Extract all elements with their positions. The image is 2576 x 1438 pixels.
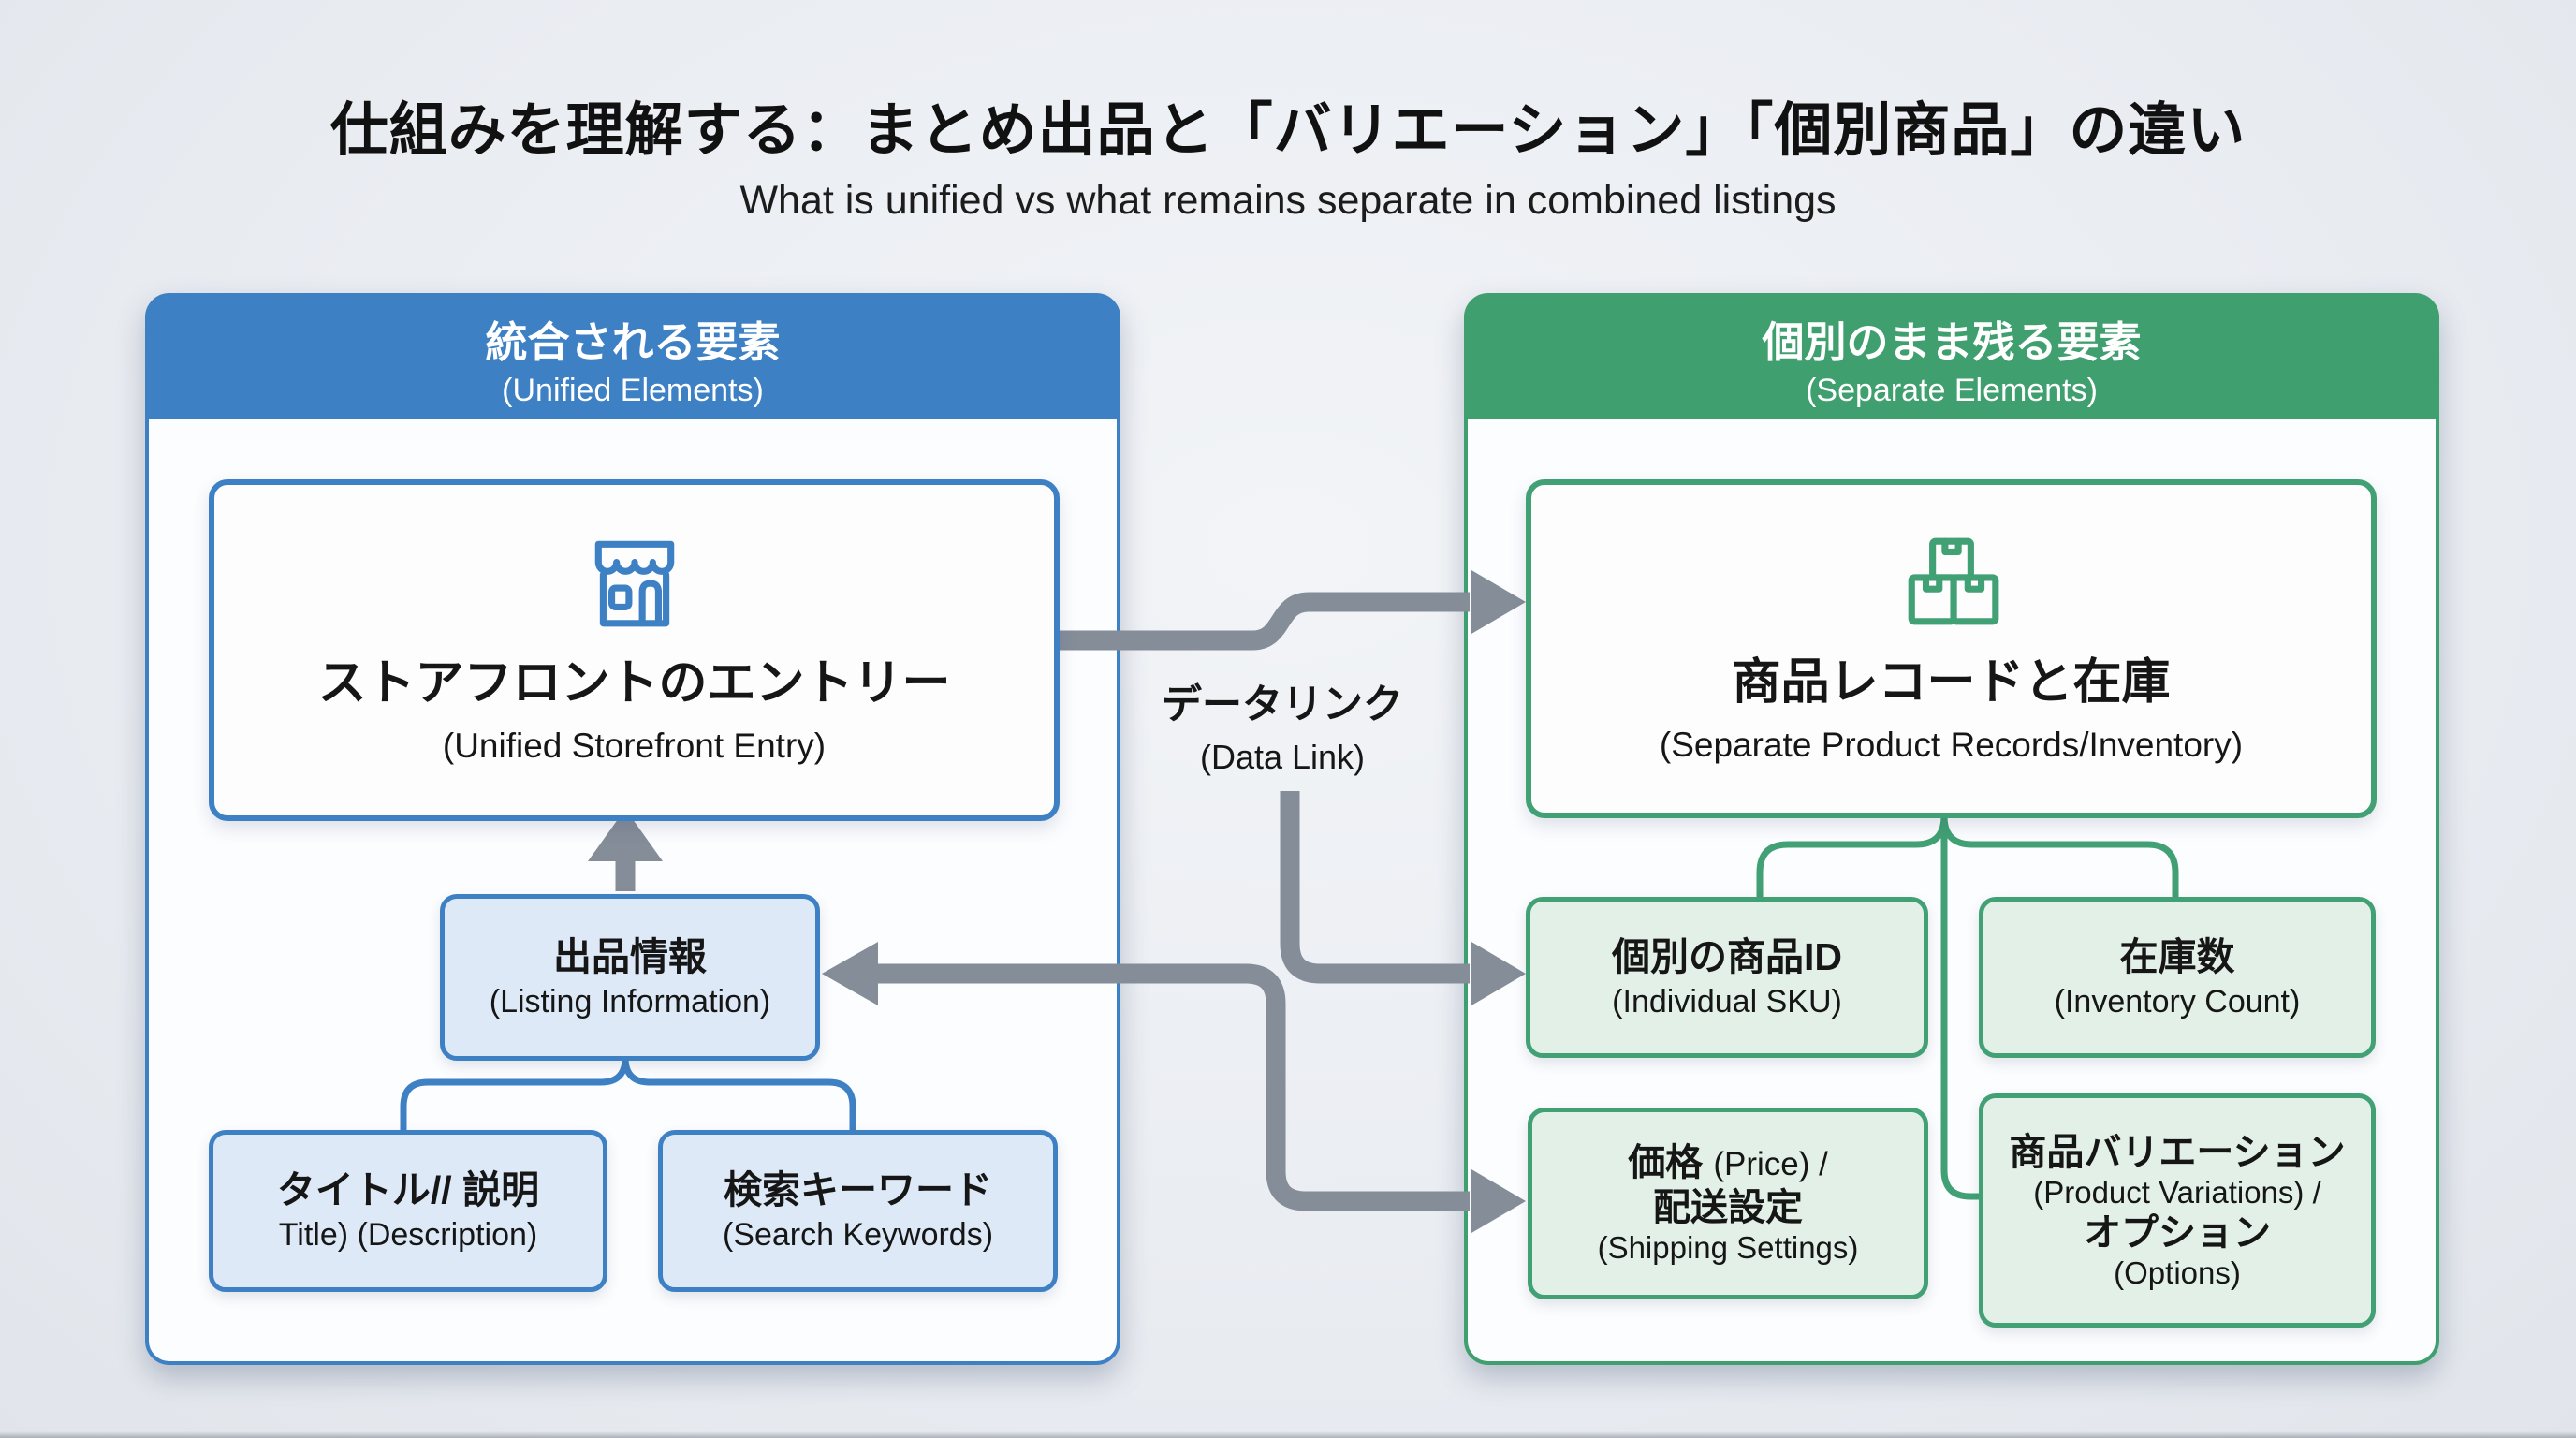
gray-arrowheads	[588, 570, 1526, 1233]
green-bracket	[1756, 805, 2179, 1200]
shipping-jp: 配送設定	[1653, 1187, 1803, 1229]
arrow-datalink-to-sku	[1280, 791, 1470, 984]
separate-panel-header: 個別のまま残る要素 (Separate Elements)	[1468, 297, 2436, 419]
page-subtitle: What is unified vs what remains separate…	[739, 178, 1837, 223]
search-keywords-box: 検索キーワード (Search Keywords)	[658, 1130, 1058, 1292]
page-title: 仕組みを理解する：まとめ出品と「バリエーション」「個別商品」の違い	[329, 98, 2247, 163]
storefront-label-en: (Unified Storefront Entry)	[442, 726, 827, 765]
options-en: (Options)	[2114, 1255, 2241, 1290]
variations-options-box: 商品バリエーション (Product Variations) / オプション (…	[1979, 1093, 2376, 1328]
arrowhead-listinginfo-left	[822, 942, 878, 1005]
options-jp: オプション	[2084, 1212, 2271, 1254]
variations-en: (Product Variations) /	[2033, 1174, 2321, 1210]
price-shipping-box: 価格 (Price) / 配送設定 (Shipping Settings)	[1528, 1108, 1928, 1299]
price-line: 価格 (Price) /	[1628, 1141, 1828, 1184]
arrowhead-sku	[1471, 942, 1526, 1005]
search-keywords-en: (Search Keywords)	[722, 1217, 994, 1254]
product-records-en: (Separate Product Records/Inventory)	[1659, 725, 2244, 764]
storefront-entry-box: ストアフロントのエントリー (Unified Storefront Entry)	[209, 479, 1060, 821]
shipping-en: (Shipping Settings)	[1597, 1230, 1859, 1266]
inventory-count-box: 在庫数 (Inventory Count)	[1979, 897, 2376, 1058]
data-link-label: データリンク (Data Link)	[1095, 672, 1470, 777]
unified-header-jp: 統合される要素	[485, 317, 781, 366]
data-link-en: (Data Link)	[1199, 738, 1366, 776]
gray-arrow-paths	[615, 592, 1470, 1211]
unified-panel-header: 統合される要素 (Unified Elements)	[149, 297, 1117, 419]
title-description-box: タイトル// 説明 Title) (Description)	[209, 1130, 607, 1292]
storefront-icon	[594, 540, 674, 627]
individual-sku-jp: 個別の商品ID	[1612, 934, 1842, 978]
listing-info-en: (Listing Information)	[489, 983, 771, 1020]
storefront-label-jp: ストアフロントのエントリー	[317, 656, 951, 711]
product-records-box: 商品レコードと在庫 (Separate Product Records/Inve…	[1526, 479, 2377, 818]
title-description-jp: タイトル// 説明	[276, 1168, 540, 1212]
separate-header-jp: 個別のまま残る要素	[1762, 317, 2142, 366]
title-description-en: Title) (Description)	[278, 1217, 538, 1254]
arrow-storefront-to-records	[1046, 592, 1470, 651]
bottom-edge-shadow	[0, 1431, 2576, 1438]
arrowhead-records	[1471, 570, 1526, 634]
price-jp: 価格	[1628, 1142, 1704, 1184]
variations-jp: 商品バリエーション	[2009, 1131, 2346, 1173]
individual-sku-box: 個別の商品ID (Individual SKU)	[1526, 897, 1928, 1058]
data-link-jp: データリンク	[1162, 682, 1403, 727]
inventory-count-jp: 在庫数	[2119, 934, 2235, 978]
blue-bracket	[400, 1051, 856, 1130]
arrowhead-price	[1471, 1169, 1526, 1233]
search-keywords-jp: 検索キーワード	[724, 1168, 992, 1212]
arrow-listinginfo-to-price	[878, 963, 1470, 1211]
inventory-count-en: (Inventory Count)	[2054, 983, 2301, 1020]
listing-info-box: 出品情報 (Listing Information)	[440, 894, 820, 1061]
product-records-jp: 商品レコードと在庫	[1732, 654, 2171, 710]
individual-sku-en: (Individual SKU)	[1612, 983, 1842, 1020]
boxes-icon	[1908, 537, 1998, 624]
unified-header-en: (Unified Elements)	[502, 372, 764, 408]
separate-header-en: (Separate Elements)	[1806, 372, 2098, 408]
arrowhead-storefront-up	[588, 809, 663, 861]
price-en: (Price) /	[1713, 1146, 1828, 1183]
listing-info-jp: 出品情報	[553, 934, 707, 978]
